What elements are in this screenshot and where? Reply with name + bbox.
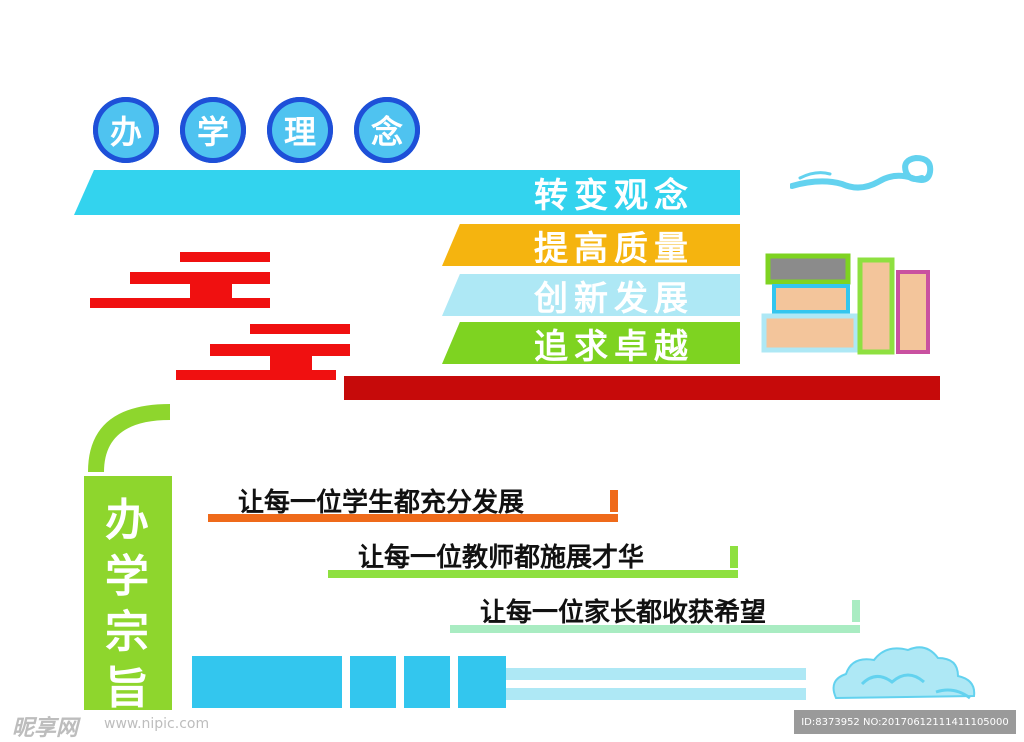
motto-tick-2 <box>730 546 738 568</box>
motto-underline-1 <box>208 514 618 522</box>
title-char: 理 <box>272 102 328 158</box>
red-steps-decoration <box>90 252 350 380</box>
motto-text-2: 让每一位教师都施展才华 <box>358 543 645 573</box>
title-circle-4: 念 <box>354 97 420 163</box>
title-char: 念 <box>359 102 415 158</box>
cloud-icon <box>790 154 934 191</box>
purpose-char: 旨 <box>105 663 149 714</box>
watermark-logo: 昵享网 <box>12 716 79 741</box>
bottom-block-2 <box>350 656 396 708</box>
purpose-char: 宗 <box>105 607 149 658</box>
title-char: 办 <box>98 102 154 158</box>
books-icon <box>761 253 930 355</box>
watermark-id-text: ID:8373952 NO:20170612111411105000 <box>801 716 1009 728</box>
bottom-line-2 <box>506 688 806 700</box>
bottom-block-1 <box>192 656 342 708</box>
concept-stripe-4: 追求卓越 <box>442 322 740 364</box>
concept-label: 创新发展 <box>534 278 694 319</box>
concept-label: 提高质量 <box>534 228 694 269</box>
motto-text-1: 让每一位学生都充分发展 <box>238 488 525 518</box>
concept-label: 转变观念 <box>534 176 694 216</box>
title-circle-2: 学 <box>180 97 246 163</box>
purpose-char: 学 <box>105 551 149 602</box>
watermark-site: www.nipic.com <box>104 716 210 732</box>
motto-tick-1 <box>610 490 618 512</box>
purpose-column <box>84 404 172 710</box>
shelf-bar <box>344 376 940 400</box>
title-char: 学 <box>185 102 241 158</box>
bottom-block-3 <box>404 656 450 708</box>
purpose-char: 办 <box>105 495 149 546</box>
concept-stripe-2: 提高质量 <box>442 224 740 266</box>
cloud-icon <box>832 646 976 700</box>
bottom-block-4 <box>458 656 506 708</box>
title-circle-1: 办 <box>93 97 159 163</box>
watermark-id: ID:8373952 NO:20170612111411105000 <box>794 710 1016 734</box>
motto-underline-2 <box>328 570 738 578</box>
title-circle-3: 理 <box>267 97 333 163</box>
concept-label: 追求卓越 <box>534 326 694 367</box>
motto-underline-3 <box>450 625 860 633</box>
motto-text-3: 让每一位家长都收获希望 <box>480 598 767 628</box>
concept-stripe-3: 创新发展 <box>442 274 740 316</box>
motto-tick-3 <box>852 600 860 622</box>
bottom-line-1 <box>506 668 806 680</box>
concept-stripe-1: 转变观念 <box>74 170 740 215</box>
